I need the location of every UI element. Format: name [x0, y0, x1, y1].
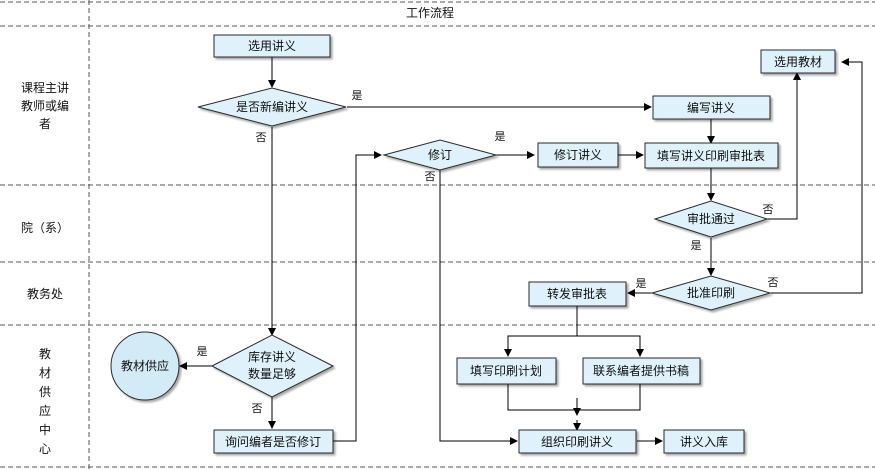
- node-organize-printing: 组织印刷讲义: [518, 429, 637, 454]
- lane4-line: 中: [39, 422, 51, 437]
- lane4-line: 材: [39, 366, 51, 380]
- svg-text:数量足够: 数量足够: [248, 366, 296, 381]
- svg-text:讲义入库: 讲义入库: [680, 434, 728, 449]
- svg-text:修订讲义: 修订讲义: [554, 147, 602, 162]
- edge-label-yes: 是: [495, 130, 506, 143]
- edge-labels: 是 否 是 否 否 是 是 否 是 否: [197, 89, 779, 415]
- decision-approval-passed: 审批通过: [653, 200, 769, 238]
- node-contact-editor: 联系编者提供书稿: [582, 357, 701, 385]
- process-nodes: 选用讲义 编写讲义 选用教材 修订讲义 填写讲义印刷审批表 转发审批表 询问编者…: [213, 34, 836, 454]
- lane1-line: 教师或编: [21, 98, 69, 113]
- svg-text:转发审批表: 转发审批表: [547, 286, 607, 301]
- edge-label-no: 否: [256, 131, 267, 144]
- node-ask-editor: 询问编者是否修订: [213, 429, 334, 454]
- lane-label-teacher: 课程主讲教师或编者: [21, 80, 69, 131]
- decision-is-new-handout: 是否新编讲义: [197, 87, 347, 127]
- edge-label-yes: 是: [197, 345, 208, 358]
- decision-stock-enough: 库存讲义 数量足够: [210, 334, 335, 398]
- node-textbook-supply: 教材供应: [110, 331, 180, 401]
- connectors: [179, 57, 863, 445]
- lane4-line: 教: [39, 346, 51, 361]
- node-fill-approval-form: 填写讲义印刷审批表: [644, 142, 779, 169]
- lane1-line: 课程主讲: [21, 80, 69, 95]
- lane-label-academic-affairs: 教务处: [27, 286, 63, 301]
- svg-text:填写印刷计划: 填写印刷计划: [470, 364, 542, 378]
- lane-label-textbook-center: 教材供应中心: [39, 346, 51, 456]
- edge-label-no: 否: [252, 402, 263, 415]
- svg-text:联系编者提供书稿: 联系编者提供书稿: [593, 363, 689, 378]
- svg-text:审批通过: 审批通过: [687, 211, 735, 226]
- svg-text:是否新编讲义: 是否新编讲义: [236, 99, 308, 114]
- svg-text:填写讲义印刷审批表: 填写讲义印刷审批表: [657, 148, 765, 163]
- svg-text:修订: 修订: [428, 147, 452, 162]
- lane4-line: 供: [39, 385, 51, 399]
- svg-text:教材供应: 教材供应: [121, 358, 169, 373]
- lane-labels: 课程主讲教师或编者 院（系） 教务处 教材供应中心: [21, 80, 69, 456]
- svg-text:选用讲义: 选用讲义: [248, 38, 296, 53]
- edge-label-no: 否: [763, 203, 774, 216]
- svg-text:组织印刷讲义: 组织印刷讲义: [541, 434, 613, 449]
- node-fill-print-plan: 填写印刷计划: [456, 357, 557, 385]
- node-select-handout: 选用讲义: [213, 34, 331, 58]
- svg-text:询问编者是否修订: 询问编者是否修订: [225, 434, 321, 449]
- edge-label-yes: 是: [636, 277, 647, 290]
- svg-text:选用教材: 选用教材: [774, 54, 822, 69]
- svg-text:库存讲义: 库存讲义: [248, 349, 296, 364]
- decision-revise: 修订: [382, 139, 498, 171]
- decision-approve-print: 批准印刷: [650, 275, 772, 311]
- edge-label-no: 否: [425, 170, 436, 183]
- edge-label-yes: 是: [352, 89, 363, 102]
- node-forward-form: 转发审批表: [528, 281, 627, 307]
- node-handout-storage: 讲义入库: [663, 429, 745, 454]
- lane-label-department: 院（系）: [21, 221, 69, 235]
- svg-text:批准印刷: 批准印刷: [687, 285, 735, 300]
- node-write-handout: 编写讲义: [652, 95, 771, 120]
- header-title: 工作流程: [406, 5, 454, 20]
- lane4-line: 应: [39, 403, 51, 418]
- lane4-line: 心: [39, 442, 51, 456]
- edge-label-yes: 是: [691, 239, 702, 252]
- node-select-textbook: 选用教材: [760, 49, 836, 74]
- edge-label-no: 否: [768, 276, 779, 289]
- decision-nodes: 是否新编讲义 修订 审批通过 批准印刷 库存讲义 数量足够: [197, 87, 772, 398]
- lane1-line: 者: [39, 117, 51, 131]
- node-revise-handout: 修订讲义: [537, 142, 619, 168]
- svg-text:编写讲义: 编写讲义: [687, 100, 735, 115]
